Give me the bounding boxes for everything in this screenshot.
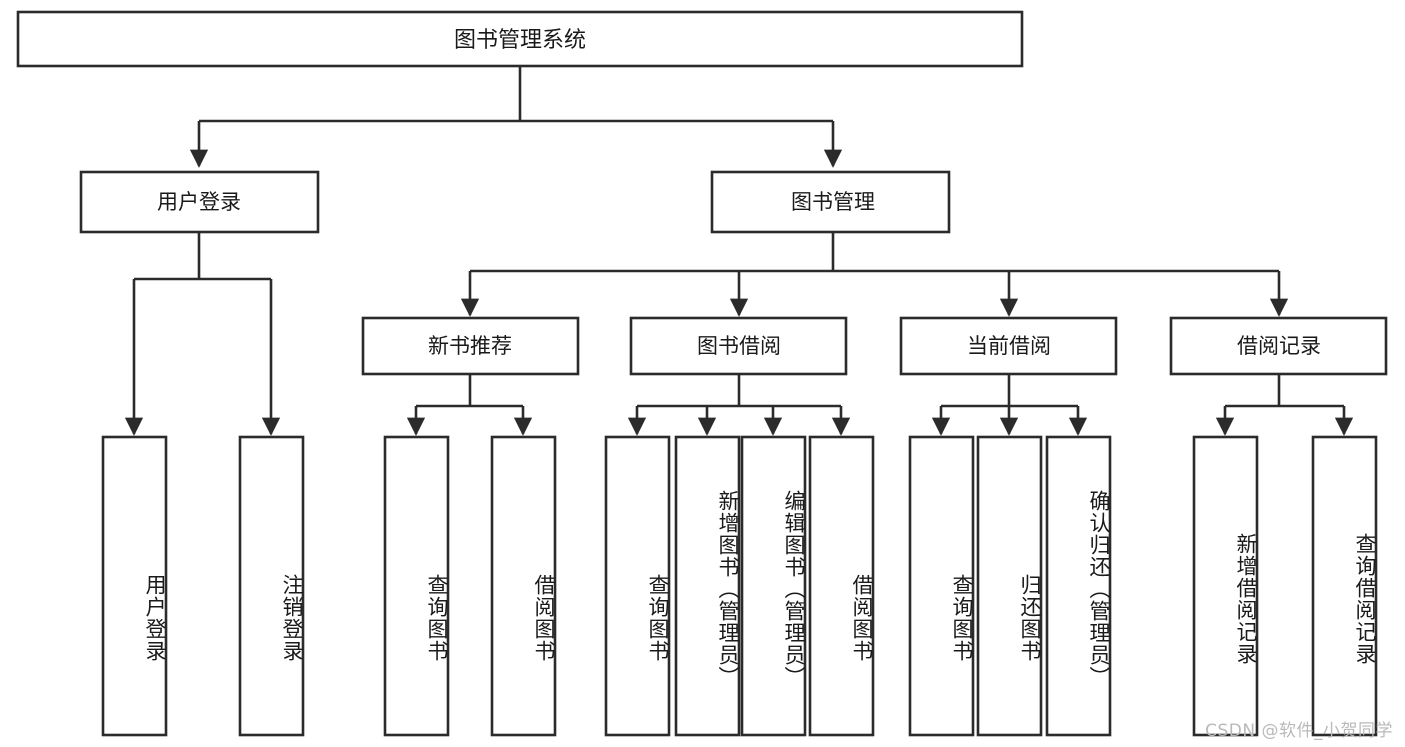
node-book-management[interactable]: 图书管理 [710, 170, 951, 234]
leaf-box-new-book-2[interactable] [490, 435, 557, 737]
leaf-box-book-borrow-2[interactable] [674, 435, 741, 737]
connector-group-book-borrow [627, 374, 851, 436]
leaf-box-user-login-1[interactable] [101, 435, 168, 737]
connector-group-book-mgmt [460, 232, 1289, 317]
leaf-box-user-login-2[interactable] [238, 435, 305, 737]
node-book-borrow-box[interactable] [629, 316, 848, 376]
connector-group-user-login [124, 232, 281, 436]
leaf-box-book-borrow-3[interactable] [740, 435, 807, 737]
node-new-book-recommend-box[interactable] [361, 316, 580, 376]
node-user-login-box[interactable] [79, 170, 320, 234]
node-book-borrow[interactable]: 图书借阅 [629, 316, 848, 376]
csdn-watermark: CSDN @软件_小贺同学 [1205, 721, 1393, 741]
node-root-box[interactable] [16, 10, 1024, 68]
node-book-management-label: 图书管理 [791, 190, 875, 214]
leaf-box-current-borrow-2[interactable] [976, 435, 1043, 737]
leaf-box-book-borrow-4[interactable] [808, 435, 875, 737]
node-book-management-box[interactable] [710, 170, 951, 234]
node-new-book-recommend-label: 新书推荐 [428, 334, 512, 358]
node-current-borrow[interactable]: 当前借阅 [899, 316, 1118, 376]
connector-group-new-book [406, 374, 533, 436]
node-borrow-record-box[interactable] [1169, 316, 1388, 376]
leaf-box-book-borrow-1[interactable] [604, 435, 671, 737]
leaf-box-current-borrow-1[interactable] [908, 435, 975, 737]
node-new-book-recommend[interactable]: 新书推荐 [361, 316, 580, 376]
connector-group-borrow-record [1215, 374, 1354, 436]
node-root-label: 图书管理系统 [454, 28, 586, 53]
node-current-borrow-box[interactable] [899, 316, 1118, 376]
leaf-box-borrow-record-1[interactable] [1192, 435, 1259, 737]
node-book-borrow-label: 图书借阅 [697, 334, 781, 358]
node-current-borrow-label: 当前借阅 [967, 334, 1051, 358]
leaf-box-new-book-1[interactable] [383, 435, 450, 737]
leaf-box-current-borrow-3[interactable] [1045, 435, 1112, 737]
node-user-login[interactable]: 用户登录 [79, 170, 320, 234]
node-borrow-record-label: 借阅记录 [1237, 334, 1321, 358]
node-borrow-record[interactable]: 借阅记录 [1169, 316, 1388, 376]
node-root[interactable]: 图书管理系统 [16, 10, 1024, 68]
leaf-box-borrow-record-2[interactable] [1311, 435, 1378, 737]
connector-group-current-borrow [931, 374, 1088, 436]
node-user-login-label: 用户登录 [157, 190, 241, 214]
connector-group-root [189, 66, 843, 168]
